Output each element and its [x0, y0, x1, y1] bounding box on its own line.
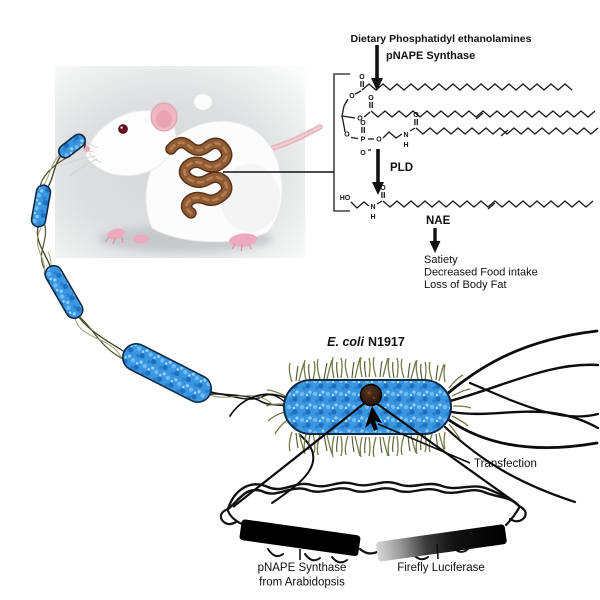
ecoli-strain: N1917	[368, 335, 405, 349]
atom-o: O	[344, 132, 350, 139]
gene2-pointer-line	[436, 543, 439, 560]
effect-body-fat: Loss of Body Fat	[424, 279, 507, 291]
ecoli-species: E. coli	[327, 335, 364, 349]
bacterium-rod-4	[121, 343, 213, 403]
pili	[265, 356, 472, 458]
mouse-front-paw	[107, 228, 125, 240]
atom-o: O	[376, 137, 382, 144]
atom-h: H	[403, 142, 408, 149]
mouse-front-paw-2	[133, 234, 149, 244]
plasmid-entry-site	[359, 383, 383, 407]
pathway-panel: Dietary Phosphatidyl ethanolamines pNAPE…	[223, 33, 599, 291]
atom-ho: HO	[340, 195, 351, 202]
pld-label: PLD	[390, 162, 413, 174]
bacterium-rod-2	[30, 184, 52, 228]
transfection-label: Transfection	[474, 458, 537, 470]
atom-o: O	[359, 74, 365, 81]
intestine-overlay	[165, 136, 233, 219]
mouse-eye	[118, 124, 128, 134]
cursor-arrow-icon	[365, 406, 382, 431]
nae-structure: HO N H O	[340, 185, 594, 221]
gene1-label-line1: pNAPE Synthase	[258, 562, 347, 574]
atom-p: P	[361, 137, 366, 144]
mouse-ear-far	[194, 94, 212, 110]
bacteria-chain	[30, 133, 286, 407]
atom-o: O	[357, 116, 363, 123]
gene-bar-luciferase	[376, 524, 507, 562]
atom-o: O	[368, 95, 374, 102]
ecoli-label: E. coli N1917	[327, 335, 405, 349]
atom-n: N	[403, 132, 408, 139]
atom-h: H	[370, 214, 375, 221]
bracket	[333, 73, 350, 212]
gene1-label-line2: from Arabidopsis	[259, 577, 345, 589]
atom-n: N	[370, 204, 375, 211]
atom-o: O	[413, 112, 419, 119]
enzyme1-label: pNAPE Synthase	[386, 50, 475, 62]
bacterium-rod-1	[58, 133, 86, 159]
gene2-label: Firefly Luciferase	[397, 562, 485, 574]
effect-satiety: Satiety	[424, 254, 458, 266]
bacterium-rod-3	[44, 264, 84, 320]
gene-bar-pnape	[239, 519, 361, 557]
nae-label: NAE	[426, 215, 451, 227]
ecoli-cell	[229, 329, 600, 504]
atom-o: O	[360, 120, 366, 127]
ecoli-body	[283, 379, 452, 435]
effect-food-intake: Decreased Food intake	[424, 267, 538, 279]
plasmid-ring	[219, 480, 527, 564]
atom-o: O	[380, 185, 386, 192]
transfection-pointer-line	[377, 423, 471, 464]
mouse-hind-paw	[229, 233, 257, 247]
atom-o: O	[360, 150, 366, 157]
mouse	[57, 94, 323, 252]
substrate-label: Dietary Phosphatidyl ethanolamines	[351, 33, 532, 45]
nape-structure: O O O O O P O O O N H O	[341, 74, 599, 157]
mouse-photo	[55, 66, 323, 258]
flagella	[229, 329, 600, 504]
atom-o: O	[349, 93, 355, 100]
